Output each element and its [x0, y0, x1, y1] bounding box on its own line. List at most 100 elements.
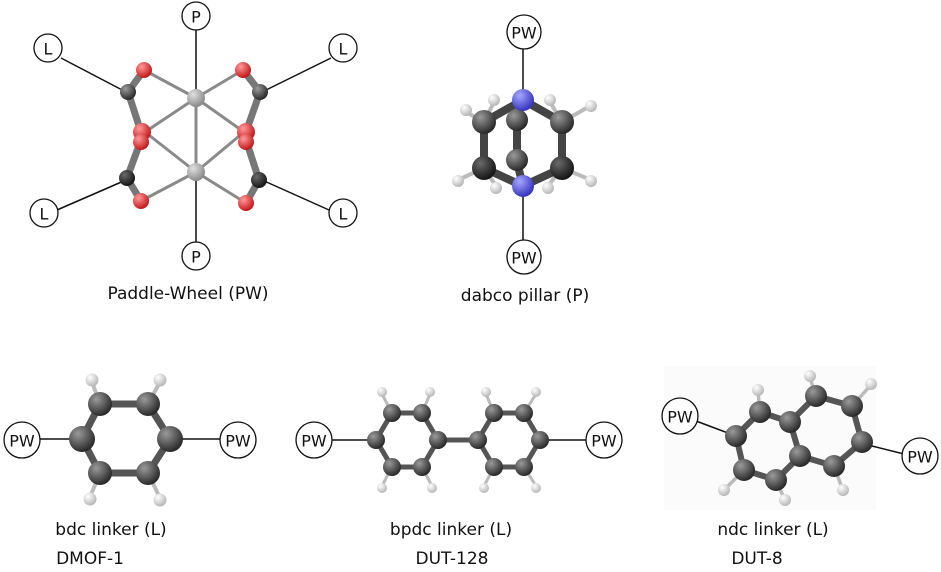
l-connection-circle [29, 198, 59, 228]
carbon-atom [531, 431, 549, 449]
carbon-atom [469, 431, 487, 449]
hydrogen-atom [804, 370, 816, 382]
p-connection-circle [181, 241, 211, 271]
carbon-atom [157, 426, 183, 452]
carbon-atom [550, 156, 574, 180]
hydrogen-atom [460, 104, 472, 116]
hydrogen-atom [585, 100, 597, 112]
carbon-atom [69, 426, 95, 452]
bpdc-structure: PW PW [295, 387, 623, 493]
pw-connection-circle [506, 239, 542, 275]
hydrogen-atom [481, 387, 491, 397]
hydrogen-atom [865, 378, 877, 390]
paddlewheel-caption: Paddle-Wheel (PW) [107, 284, 269, 304]
p-label: P [191, 8, 201, 27]
pw-connection-circle [585, 421, 623, 459]
hydrogen-atom [153, 493, 167, 507]
hydrogen-atom [544, 94, 556, 106]
hydrogen-atom [427, 483, 437, 493]
hydrogen-atom [377, 387, 387, 397]
carbon-atom [88, 392, 112, 416]
hydrogen-atom [837, 484, 849, 496]
ndc-caption: ndc linker (L) [717, 520, 829, 540]
carbon-atom [789, 445, 811, 467]
carbon-atom [506, 149, 528, 171]
p-connection-circle [181, 1, 211, 31]
l-label: L [44, 40, 53, 59]
oxygen-atom [136, 62, 152, 78]
hydrogen-atom [479, 483, 489, 493]
carbon-atom [472, 110, 496, 134]
metal-atom [187, 89, 205, 107]
carbon-atom [367, 431, 385, 449]
oxygen-atom [133, 134, 149, 150]
hydrogen-atom [425, 387, 435, 397]
pw-label: PW [591, 432, 617, 451]
carbon-atom [823, 455, 845, 477]
l-connection-circle [33, 33, 63, 63]
hydrogen-atom [85, 373, 99, 387]
nitrogen-atom [512, 89, 534, 111]
carbon-atom [749, 401, 771, 423]
carbon-atom [805, 385, 827, 407]
pw-connection-circle [3, 421, 41, 459]
carbon-atom [429, 431, 447, 449]
bpdc-caption: bpdc linker (L) [389, 520, 513, 540]
bdc-structure: PW PW [3, 373, 257, 507]
carbon-atom [506, 109, 528, 131]
carbon-atom [383, 404, 401, 422]
carbon-atom [251, 172, 267, 188]
carbon-atom [765, 469, 787, 491]
carbon-atom [841, 395, 863, 417]
nitrogen-atom [512, 175, 534, 197]
pw-label: PW [225, 432, 251, 451]
pw-connection-circle [901, 437, 939, 475]
carbon-atom [383, 458, 401, 476]
paddle-wheel-structure: P P L L L L [29, 1, 358, 271]
carbon-atom [515, 458, 533, 476]
hydrogen-atom [153, 373, 167, 387]
carbon-atom [119, 170, 135, 186]
hydrogen-atom [83, 492, 97, 506]
pw-connection-circle [295, 421, 333, 459]
carbon-atom [88, 461, 112, 485]
carbon-atom [515, 404, 533, 422]
pw-label: PW [907, 448, 933, 467]
dabco-structure: PW PW [452, 14, 597, 275]
pw-label: PW [9, 432, 35, 451]
carbon-atom [136, 461, 160, 485]
pw-connection-circle [506, 14, 542, 50]
l-connection-circle [328, 198, 358, 228]
pw-label: PW [301, 432, 327, 451]
carbon-atom [733, 459, 755, 481]
hydrogen-atom [531, 387, 541, 397]
pw-label: PW [667, 408, 693, 427]
pw-label: PW [511, 249, 537, 268]
oxygen-atom [238, 195, 254, 211]
hydrogen-atom [377, 483, 387, 493]
hydrogen-atom [779, 494, 791, 506]
carbon-atom [550, 110, 574, 134]
hydrogen-atom [752, 384, 764, 396]
l-connection-circle [328, 33, 358, 63]
pw-connection-circle [661, 397, 699, 435]
l-label: L [339, 205, 348, 224]
oxygen-atom [238, 134, 254, 150]
hydrogen-atom [531, 483, 541, 493]
hydrogen-atom [452, 175, 464, 187]
dmof-caption: DMOF-1 [56, 549, 124, 569]
carbon-atom [120, 84, 136, 100]
carbon-atom [472, 156, 496, 180]
ndc-structure: PW PW [661, 366, 939, 510]
hydrogen-atom [490, 182, 502, 194]
oxygen-atom [133, 193, 149, 209]
hydrogen-atom [542, 182, 554, 194]
l-label: L [40, 205, 49, 224]
dabco-caption: dabco pillar (P) [460, 286, 590, 306]
hydrogen-atom [585, 175, 597, 187]
carbon-atom [779, 411, 801, 433]
oxygen-atom [235, 62, 251, 78]
dut8-caption: DUT-8 [731, 549, 783, 569]
dut128-caption: DUT-128 [415, 549, 489, 569]
